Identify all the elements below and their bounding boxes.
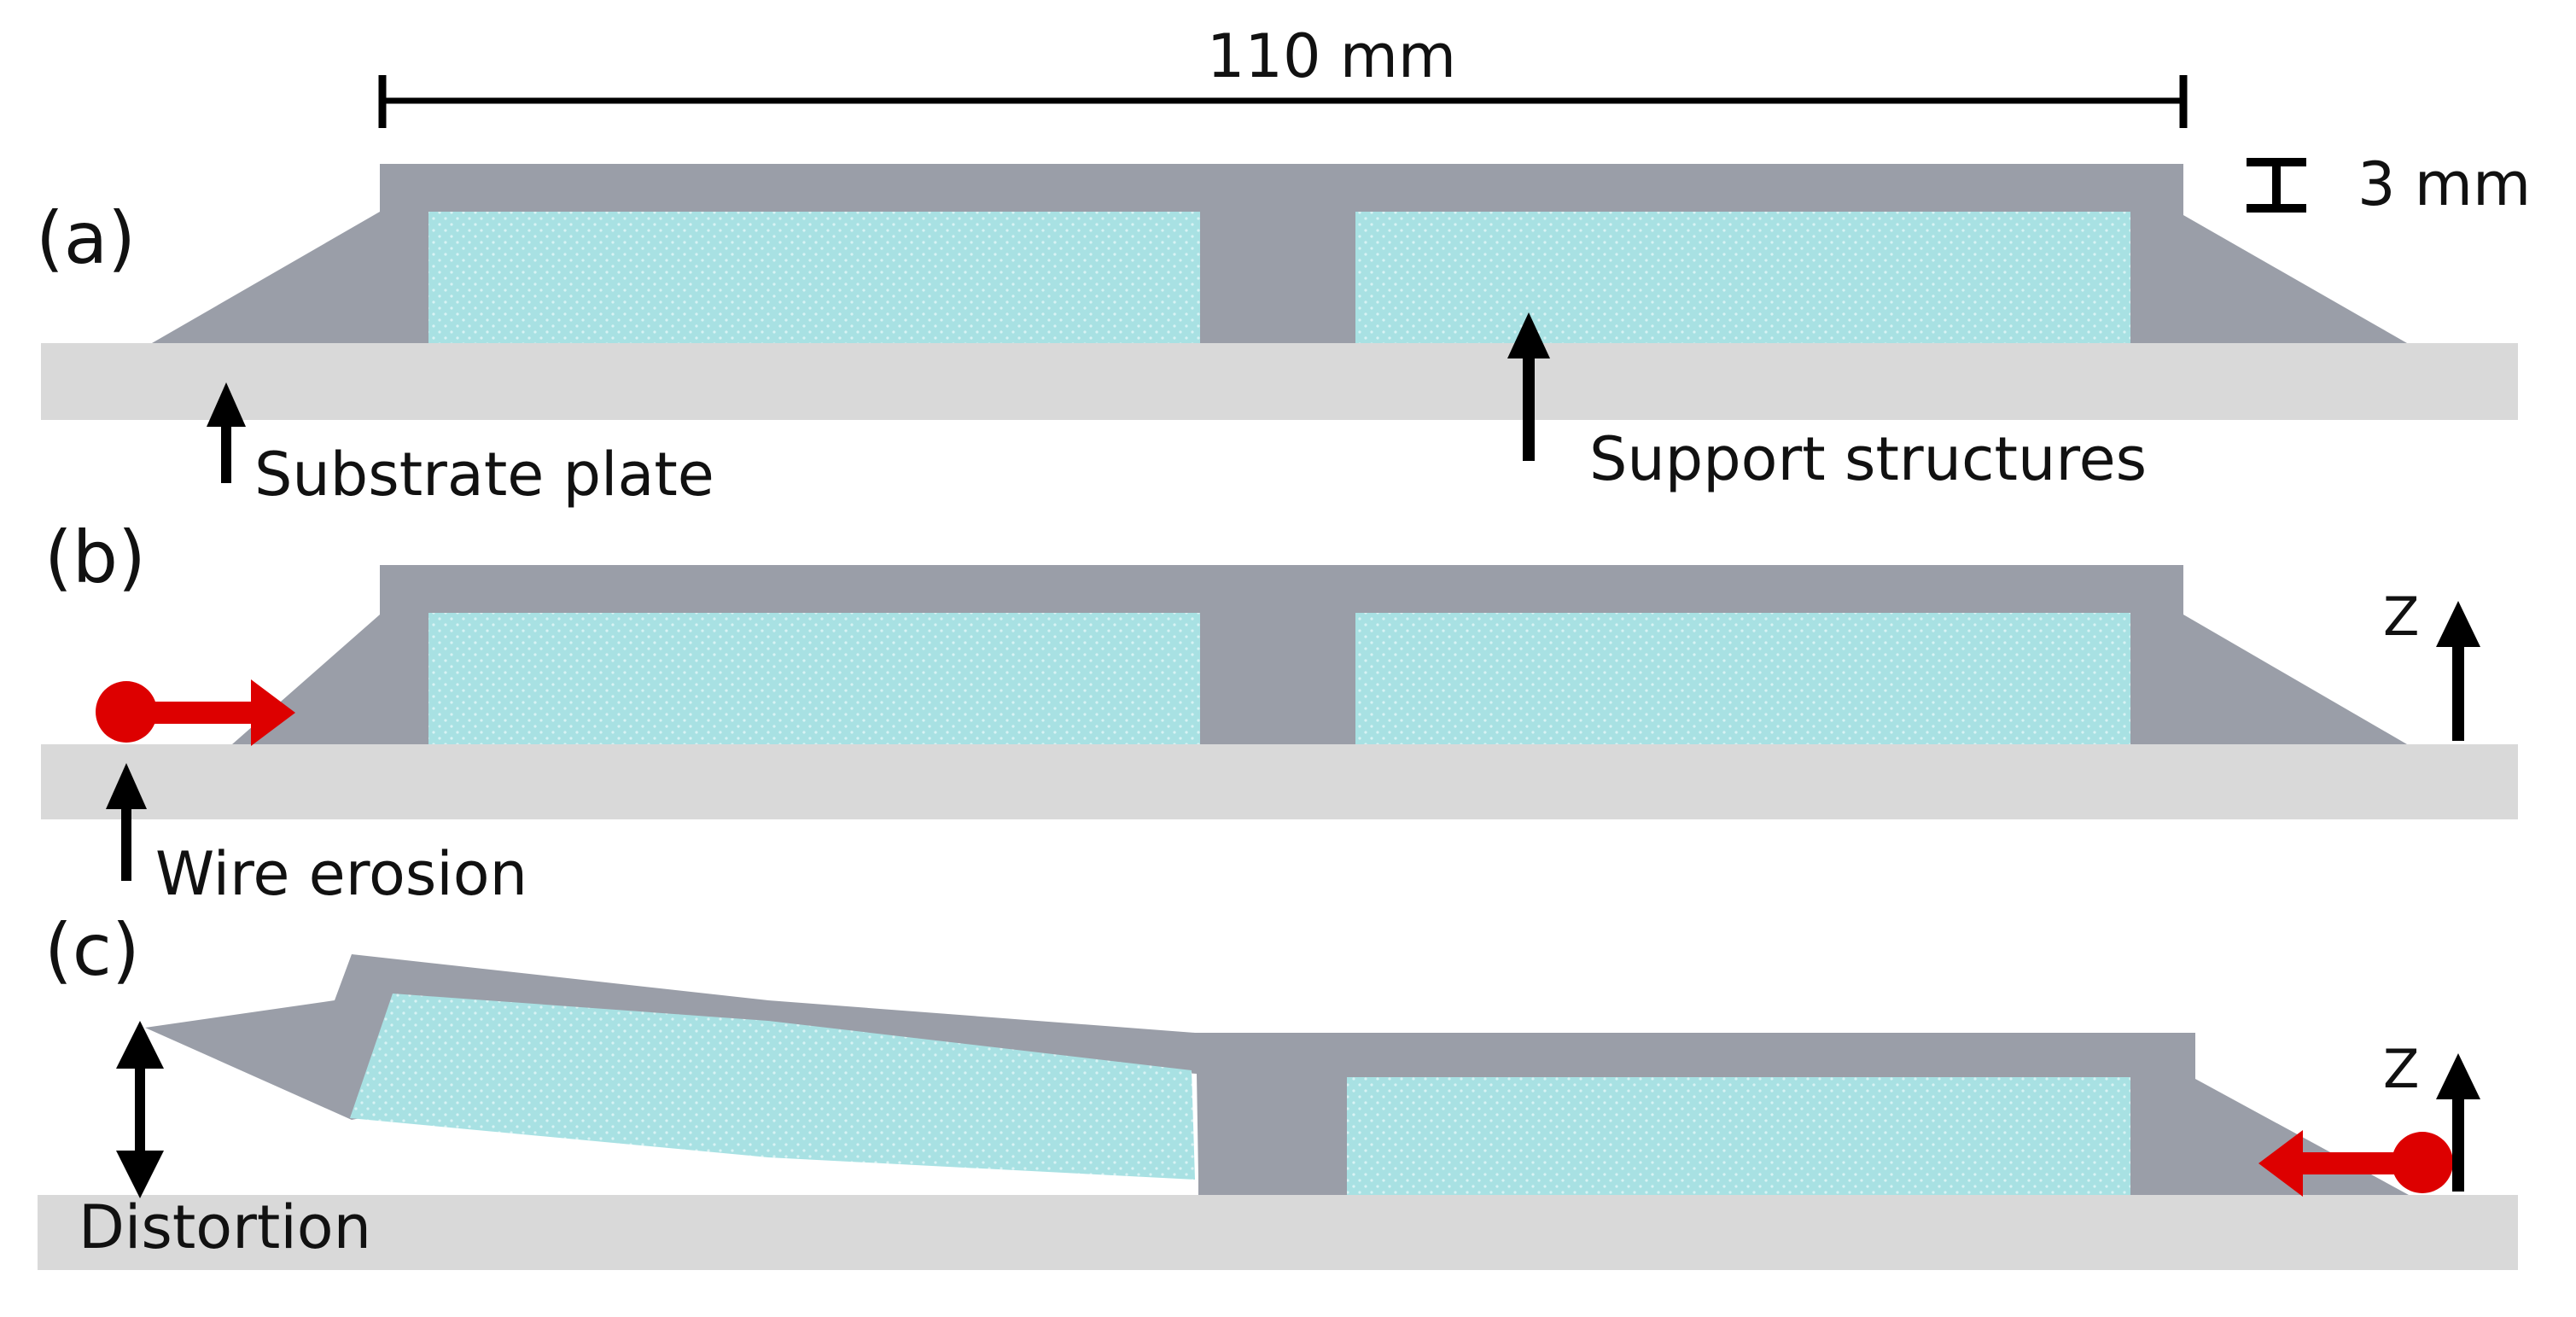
z-axis-arrow xyxy=(2436,601,2480,741)
support-structures-arrow xyxy=(1507,312,1550,461)
support-structure-right xyxy=(1347,1077,2130,1195)
z-axis-label: Z xyxy=(2383,586,2419,648)
panel-b-label: (b) xyxy=(44,516,146,599)
substrate-plate-label: Substrate plate xyxy=(254,440,714,510)
wire-erosion-tool xyxy=(96,679,295,746)
panel-b: (b) Wire erosion Z xyxy=(41,516,2518,909)
panel-c-label: (c) xyxy=(44,908,140,992)
panel-a-label: (a) xyxy=(36,196,136,280)
panel-c: (c) Distortion Z xyxy=(38,908,2518,1270)
panel-a: (a) Substrate plate Support structures xyxy=(36,164,2518,510)
support-structure-left xyxy=(428,613,1200,744)
substrate-plate xyxy=(41,343,2518,420)
length-dimension: 110 mm xyxy=(378,21,2188,128)
z-axis-label: Z xyxy=(2383,1038,2419,1100)
distortion-label: Distortion xyxy=(79,1192,371,1262)
thickness-dimension-label: 3 mm xyxy=(2357,149,2531,219)
z-axis-arrow xyxy=(2436,1053,2480,1192)
distortion-arrow xyxy=(116,1021,164,1198)
support-structure-left xyxy=(428,212,1200,343)
support-structure-right xyxy=(1355,212,2130,343)
support-structure-left-detached xyxy=(350,994,1195,1180)
length-dimension-label: 110 mm xyxy=(1207,21,1456,91)
support-structure-right xyxy=(1355,613,2130,744)
wire-erosion-arrow xyxy=(106,763,147,881)
support-structures-label: Support structures xyxy=(1589,424,2147,494)
substrate-plate xyxy=(41,744,2518,819)
thickness-dimension: 3 mm xyxy=(2247,149,2531,219)
wire-erosion-label: Wire erosion xyxy=(155,839,527,909)
wire-erosion-tool-return xyxy=(2258,1130,2453,1197)
substrate-plate-arrow xyxy=(207,382,246,483)
substrate-plate xyxy=(38,1195,2518,1270)
